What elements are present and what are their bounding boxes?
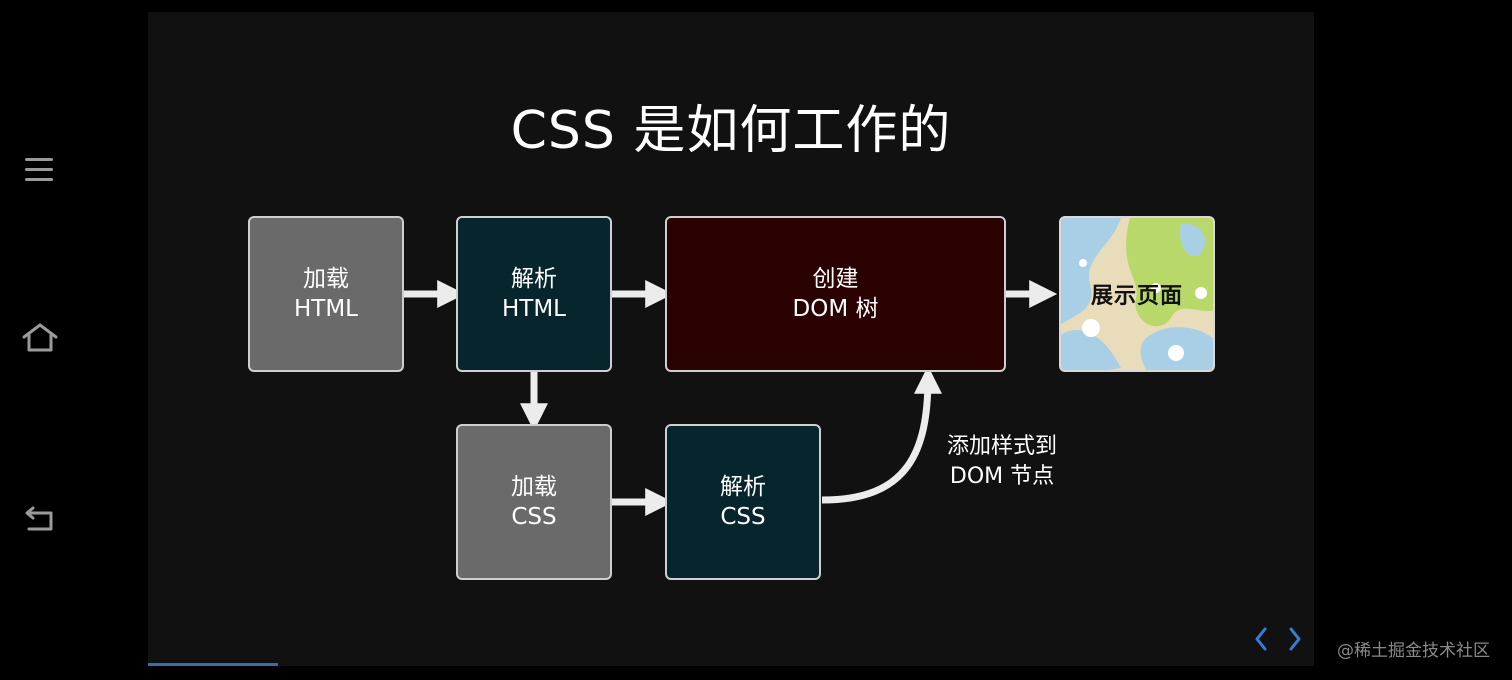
load-css-line1: 加载 <box>511 474 557 500</box>
apply-styles-note: 添加样式到 DOM 节点 <box>932 432 1072 492</box>
create-dom-box: 创建 DOM 树 <box>665 216 1006 372</box>
next-slide-button[interactable] <box>1282 624 1308 654</box>
apply-styles-note-line2: DOM 节点 <box>949 464 1055 489</box>
load-css-line2: CSS <box>511 504 557 530</box>
home-button[interactable] <box>18 316 62 360</box>
create-dom-line2: DOM 树 <box>792 296 879 322</box>
parse-html-box: 解析 HTML <box>456 216 612 372</box>
menu-button[interactable] <box>18 148 62 192</box>
home-icon <box>22 323 58 352</box>
create-dom-line1: 创建 <box>812 266 859 292</box>
chevron-left-icon <box>1255 627 1267 651</box>
flow-arrows <box>404 280 1058 516</box>
back-button[interactable] <box>18 496 62 540</box>
display-page-thumbnail: 展示页面 <box>1059 216 1215 372</box>
load-html-line1: 加载 <box>303 266 349 292</box>
apply-styles-note-line1: 添加样式到 <box>946 434 1057 459</box>
load-html-line2: HTML <box>293 296 358 322</box>
chevron-right-icon <box>1289 627 1301 651</box>
load-html-box: 加载 HTML <box>248 216 404 372</box>
load-css-box: 加载 CSS <box>456 424 612 580</box>
parse-css-box: 解析 CSS <box>665 424 821 580</box>
presentation-slide: CSS 是如何工作的 加载 HTML 解析 HTML 创建 DOM 树 <box>148 12 1314 666</box>
slide-progress-bar <box>148 663 278 666</box>
slide-title: CSS 是如何工作的 <box>510 101 952 161</box>
side-navigation <box>0 0 80 680</box>
parse-html-line2: HTML <box>501 296 566 322</box>
display-page-label: 展示页面 <box>1090 284 1183 309</box>
parse-css-line1: 解析 <box>720 474 766 500</box>
previous-slide-button[interactable] <box>1248 624 1274 654</box>
page-preview-pattern-icon <box>1061 218 1213 370</box>
arrow-parse-css-to-dom <box>821 365 942 504</box>
back-icon <box>25 506 53 531</box>
menu-icon <box>25 158 53 181</box>
parse-html-line1: 解析 <box>511 266 557 292</box>
watermark: @稀土掘金技术社区 <box>1337 641 1490 661</box>
parse-css-line2: CSS <box>720 504 766 530</box>
